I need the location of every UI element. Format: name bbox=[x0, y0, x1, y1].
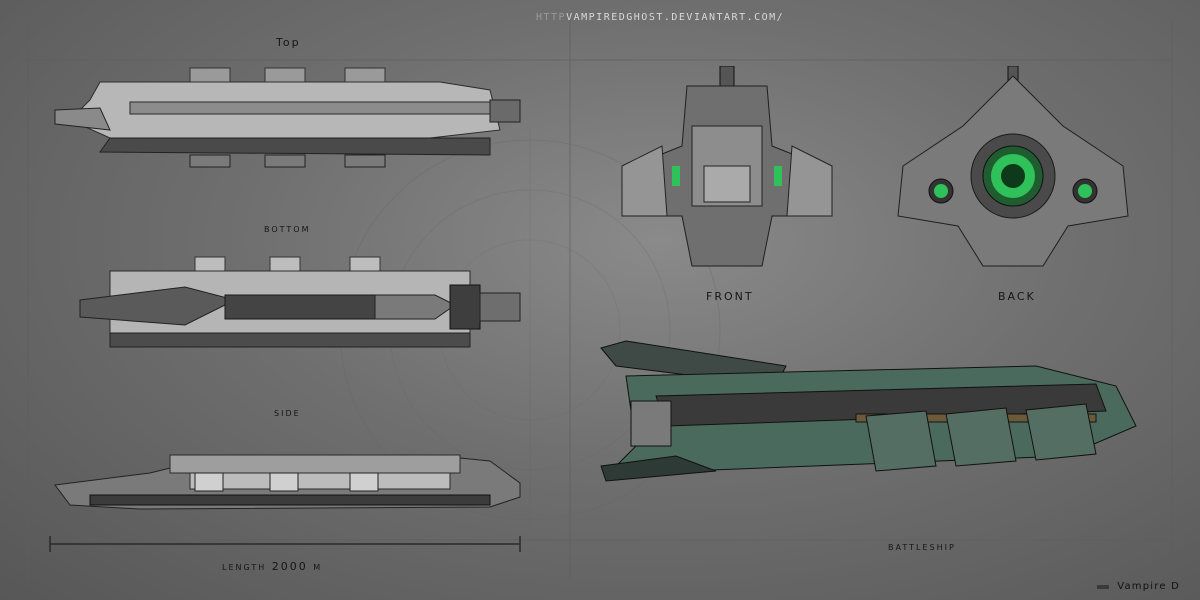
artist-signature: Vampire D bbox=[1097, 581, 1180, 592]
label-side-view: side bbox=[274, 406, 301, 419]
signature-text: Vampire D bbox=[1117, 581, 1180, 592]
label-battleship: Battleship bbox=[888, 540, 956, 553]
label-top-view: Top bbox=[276, 36, 301, 49]
url-text: VAMPIREDGHOST.DEVIANTART.COM/ bbox=[566, 12, 785, 23]
label-back-view: BACK bbox=[998, 290, 1036, 303]
label-bottom-view: bottom bbox=[264, 222, 311, 235]
length-measure-line bbox=[49, 536, 521, 552]
label-front-view: FRONT bbox=[706, 290, 754, 303]
signature-mark bbox=[1097, 584, 1110, 589]
ship-side-view bbox=[54, 454, 521, 510]
ship-perspective-render bbox=[600, 340, 1137, 482]
ship-top-view bbox=[54, 67, 521, 168]
source-url: HTTPVAMPIREDGHOST.DEVIANTART.COM/ bbox=[536, 12, 784, 23]
url-prefix: HTTP bbox=[536, 12, 567, 23]
length-measure-label: length 2000 m bbox=[222, 560, 323, 573]
ship-front-view bbox=[621, 66, 833, 267]
ship-back-view bbox=[897, 66, 1129, 267]
ship-bottom-view bbox=[79, 256, 521, 348]
